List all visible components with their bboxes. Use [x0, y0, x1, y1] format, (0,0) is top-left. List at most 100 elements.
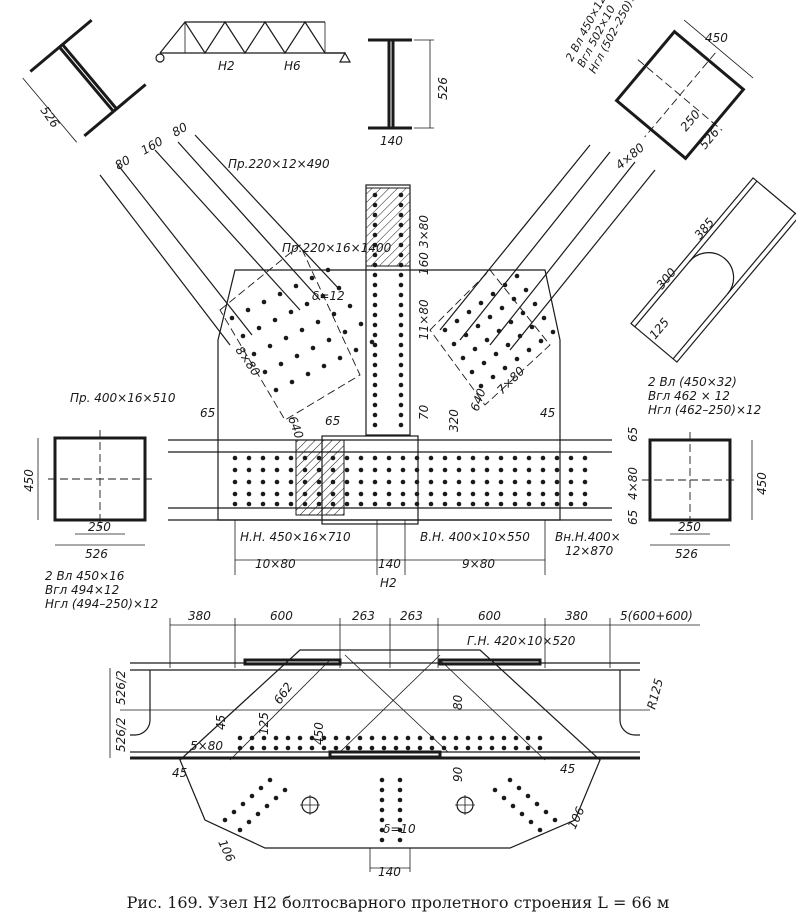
- bolt: [261, 745, 267, 751]
- bolt: [255, 811, 261, 817]
- bolt: [484, 479, 490, 485]
- ld-bolts: 8×80: [233, 344, 264, 379]
- lbox-width: 450: [22, 469, 36, 492]
- bolt: [519, 811, 525, 817]
- bolt: [456, 491, 462, 497]
- bolt: [520, 310, 526, 316]
- bolt: [508, 319, 514, 325]
- bolt: [498, 467, 504, 473]
- bolt: [397, 827, 403, 833]
- bolt: [414, 479, 420, 485]
- ur-box-depth: 526: [697, 125, 723, 152]
- bolt: [379, 837, 385, 843]
- bolt: [417, 735, 423, 741]
- bolt: [398, 292, 404, 298]
- bolt: [316, 455, 322, 461]
- bolt: [240, 801, 246, 807]
- elevation-chord: [109, 658, 650, 760]
- elev-dim-106a: 106: [565, 804, 588, 831]
- bolt: [245, 307, 251, 313]
- bolt: [493, 351, 499, 357]
- chord-dim-4x80: 4×80: [626, 467, 640, 500]
- upper-right-box-section: [614, 19, 754, 161]
- bolt: [460, 355, 466, 361]
- bolt: [525, 735, 531, 741]
- bolt: [582, 467, 588, 473]
- bolt: [316, 501, 322, 507]
- bolt: [502, 282, 508, 288]
- bolt: [398, 322, 404, 328]
- vertical-i-section: [368, 38, 434, 130]
- bolt: [369, 339, 375, 345]
- right-diagonal: [429, 144, 656, 406]
- bolt: [414, 467, 420, 473]
- bolt: [372, 422, 378, 428]
- bolt: [256, 325, 262, 331]
- bolt: [568, 467, 574, 473]
- bolt: [372, 322, 378, 328]
- elev-dim-r125: R125: [644, 677, 666, 711]
- elev-dim-5x80: 5×80: [190, 739, 223, 753]
- bolt: [512, 501, 518, 507]
- elev-plate: δ=10: [383, 822, 416, 836]
- bolt: [344, 501, 350, 507]
- bolt: [525, 745, 531, 751]
- bolt: [277, 291, 283, 297]
- bolt: [232, 455, 238, 461]
- bolt: [526, 347, 532, 353]
- vertical-member: [365, 184, 411, 436]
- bolt: [428, 479, 434, 485]
- bolt: [372, 192, 378, 198]
- bolt: [398, 402, 404, 408]
- bolt: [490, 374, 496, 380]
- bolt: [372, 222, 378, 228]
- bolt: [472, 346, 478, 352]
- lbox-inner: 250: [88, 520, 111, 534]
- bolt: [372, 479, 378, 485]
- left-diagonal: [99, 134, 375, 421]
- bolt: [582, 479, 588, 485]
- bolt: [540, 491, 546, 497]
- bolt: [358, 455, 364, 461]
- bolt: [267, 343, 273, 349]
- bolt: [320, 293, 326, 299]
- bolt: [442, 467, 448, 473]
- bolt: [344, 479, 350, 485]
- bolt: [309, 275, 315, 281]
- lbox-spec-2: Bгл 494×12: [45, 583, 119, 597]
- bolt: [302, 491, 308, 497]
- bolt: [526, 501, 532, 507]
- bolt: [554, 467, 560, 473]
- bolt: [353, 347, 359, 353]
- bolt: [358, 501, 364, 507]
- bolt: [417, 745, 423, 751]
- bolt: [534, 801, 540, 807]
- bolt: [398, 222, 404, 228]
- bolt: [246, 819, 252, 825]
- bolt: [428, 491, 434, 497]
- opening-detail: [630, 177, 796, 363]
- bolt: [525, 793, 531, 799]
- bolt: [398, 382, 404, 388]
- rd-bolts: 7×80: [494, 364, 527, 397]
- bolt: [267, 777, 273, 783]
- chord-dim-65a: 65: [200, 406, 215, 420]
- ld-dim-160: 160: [138, 134, 165, 158]
- bolt: [249, 745, 255, 751]
- elev-dim-662: 662: [271, 680, 296, 707]
- bolt: [456, 455, 462, 461]
- bolt: [526, 491, 532, 497]
- vert-dim-160: 160: [417, 252, 431, 275]
- bolt: [231, 809, 237, 815]
- ur-box-width: 450: [705, 31, 728, 45]
- bolt: [398, 342, 404, 348]
- bolt: [543, 809, 549, 815]
- chord-dim-640a: 640: [285, 414, 306, 441]
- bolt: [398, 202, 404, 208]
- bolt: [397, 817, 403, 823]
- vert-plate-1: Пр.220×12×490: [228, 157, 330, 171]
- elev-dim-380b: 380: [565, 609, 588, 623]
- bolt: [441, 735, 447, 741]
- bolt: [514, 273, 520, 279]
- bolt: [330, 501, 336, 507]
